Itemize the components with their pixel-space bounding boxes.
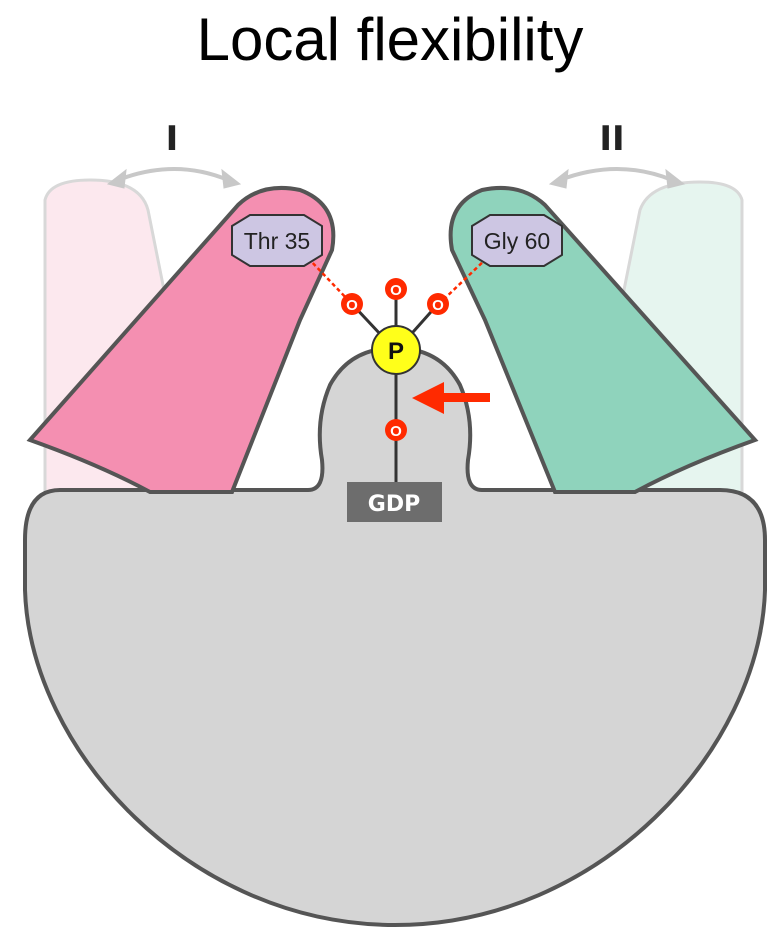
phosphorus-atom: P: [372, 326, 420, 374]
gly60-residue: Gly 60: [472, 215, 562, 266]
svg-text:O: O: [390, 423, 402, 440]
svg-text:O: O: [346, 297, 358, 314]
oxygen-atom-right: O: [427, 293, 449, 315]
thr35-label: Thr 35: [244, 228, 310, 254]
oxygen-atom-bridge: O: [385, 419, 407, 441]
svg-text:P: P: [388, 338, 404, 365]
switch-1-label: I: [166, 119, 179, 159]
oxygen-atom-top: O: [385, 278, 407, 300]
svg-text:O: O: [432, 297, 444, 314]
thr35-residue: Thr 35: [232, 215, 322, 266]
gdp-label: GDP: [368, 492, 420, 517]
gly60-label: Gly 60: [484, 228, 550, 254]
switch-2-motion-arrow: [550, 169, 684, 188]
switch-2-label: II: [599, 119, 624, 159]
svg-text:O: O: [390, 282, 402, 299]
oxygen-atom-left: O: [341, 293, 363, 315]
gdp-box: GDP: [347, 482, 442, 522]
